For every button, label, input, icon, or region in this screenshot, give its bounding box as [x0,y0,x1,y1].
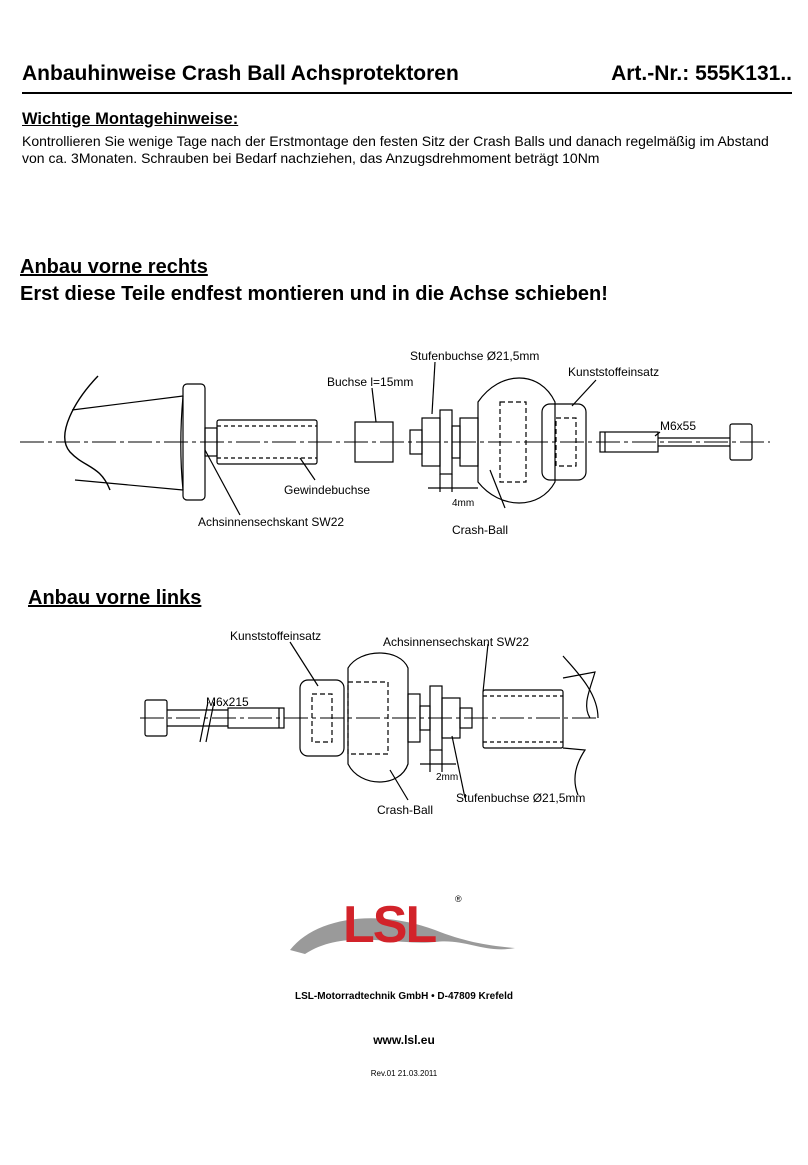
logo-text: LSL [343,896,436,954]
document-title: Anbauhinweise Crash Ball Achsprotektoren [22,62,459,85]
diagram-left: Kunststoffeinsatz Achsinnensechskant SW2… [140,629,600,817]
label-achsinnensechskant-left: Achsinnensechskant SW22 [383,635,529,649]
logo-registered: ® [455,894,462,904]
diagram-right: Stufenbuchse Ø21,5mm Kunststoffeinsatz B… [20,349,770,537]
section-right-subheading: Erst diese Teile endfest montieren und i… [20,283,608,305]
important-text: Kontrollieren Sie wenige Tage nach der E… [22,133,769,166]
important-heading: Wichtige Montagehinweise: [22,110,239,128]
label-buchse: Buchse l=15mm [327,375,413,389]
label-gewindebuchse: Gewindebuchse [284,483,370,497]
lsl-logo: LSL ® [290,894,515,954]
company-line: LSL-Motorradtechnik GmbH • D-47809 Krefe… [295,991,513,1002]
label-stufenbuchse-left: Stufenbuchse Ø21,5mm [456,791,585,805]
label-achsinnensechskant: Achsinnensechskant SW22 [198,515,344,529]
label-m6x55: M6x55 [660,419,696,433]
section-right-heading: Anbau vorne rechts [20,256,208,278]
label-crashball: Crash-Ball [452,523,508,537]
label-m6x215: M6x215 [206,695,249,709]
article-number: Art.-Nr.: 555K131.. [611,62,792,85]
website-link[interactable]: www.lsl.eu [373,1033,435,1047]
label-kunststoffeinsatz: Kunststoffeinsatz [568,365,659,379]
label-kunststoffeinsatz-left: Kunststoffeinsatz [230,629,321,643]
label-gap-left: 2mm [436,772,458,783]
section-left-heading: Anbau vorne links [28,587,202,609]
revision-line: Rev.01 21.03.2011 [370,1069,438,1078]
label-crashball-left: Crash-Ball [377,803,433,817]
title-row: Anbauhinweise Crash Ball Achsprotektoren… [22,60,792,94]
label-gap: 4mm [452,498,474,509]
label-stufenbuchse: Stufenbuchse Ø21,5mm [410,349,539,363]
